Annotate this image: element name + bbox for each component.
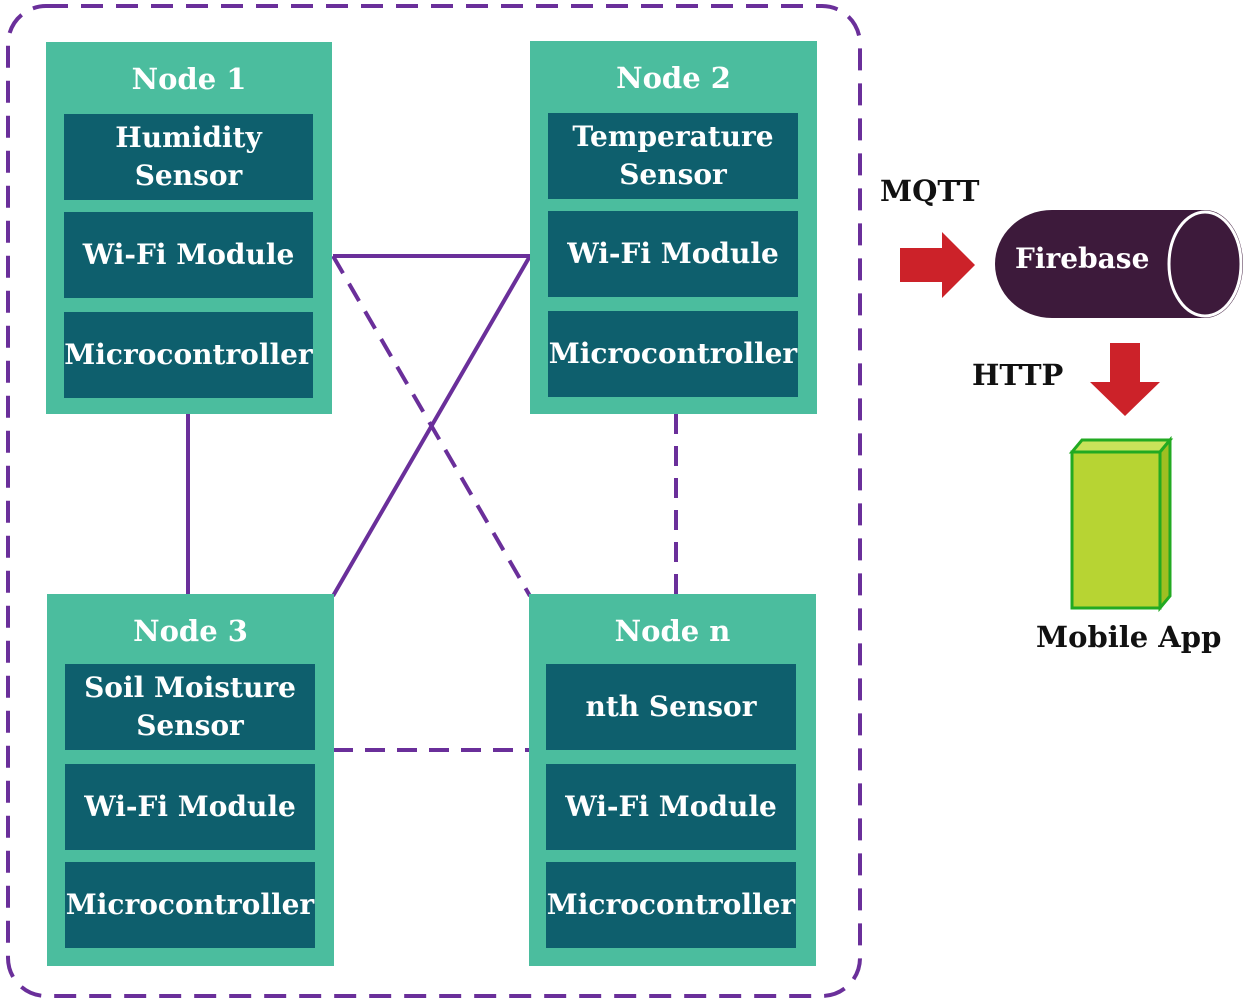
microcontroller-module: Microcontroller — [546, 862, 796, 948]
wifi-module: Wi-Fi Module — [64, 212, 313, 298]
microcontroller-module: Microcontroller — [64, 312, 313, 398]
microcontroller-module: Microcontroller — [65, 862, 315, 948]
node-title: Node 1 — [131, 62, 247, 96]
mobile-app-label: Mobile App — [1036, 620, 1222, 654]
node-2: Node 2 Temperature Sensor Wi-Fi Module M… — [530, 41, 817, 414]
node-title: Node n — [614, 614, 731, 648]
firebase-database-icon — [995, 210, 1243, 318]
link-node1-noden — [331, 254, 532, 598]
node-1: Node 1 Humidity Sensor Wi-Fi Module Micr… — [46, 42, 332, 414]
mqtt-label: MQTT — [880, 174, 980, 208]
network-boundary — [6, 4, 862, 998]
node-title: Node 3 — [133, 614, 248, 648]
node-n: Node n nth Sensor Wi-Fi Module Microcont… — [529, 594, 816, 966]
http-label: HTTP — [972, 358, 1064, 392]
mqtt-arrow-icon — [900, 232, 975, 298]
mobile-phone-icon — [1068, 435, 1174, 613]
firebase-label: Firebase — [1015, 242, 1150, 275]
node-title: Node 2 — [616, 61, 731, 95]
wifi-module: Wi-Fi Module — [546, 764, 796, 850]
sensor-module: nth Sensor — [546, 664, 796, 750]
node-3: Node 3 Soil Moisture Sensor Wi-Fi Module… — [47, 594, 334, 966]
sensor-module: Humidity Sensor — [64, 114, 313, 200]
http-arrow-icon — [1090, 343, 1160, 416]
wifi-module: Wi-Fi Module — [65, 764, 315, 850]
microcontroller-module: Microcontroller — [548, 311, 798, 397]
sensor-module: Temperature Sensor — [548, 113, 798, 199]
sensor-module: Soil Moisture Sensor — [65, 664, 315, 750]
wifi-module: Wi-Fi Module — [548, 211, 798, 297]
